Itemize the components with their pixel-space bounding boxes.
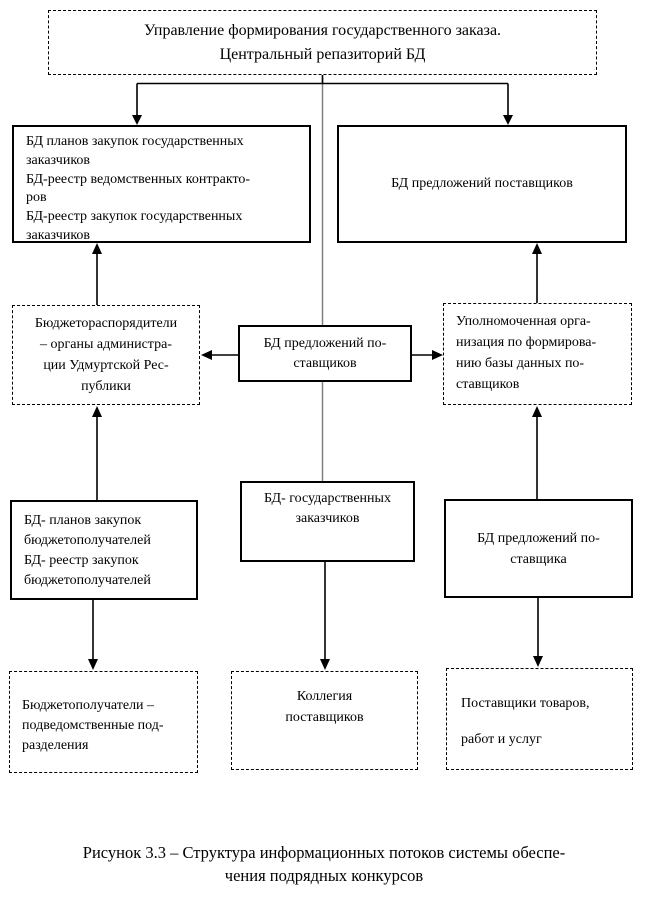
figure-caption: Рисунок 3.3 – Структура информационных п… [82,843,566,886]
node-db-supplier-offers-upper: БД предложений поставщиков [337,125,627,243]
node-db-state-customers: БД- государственных заказчиков [240,481,415,562]
node-db-supplier-offers-center: БД предложений по- ставщиков [238,325,412,382]
node-budget-recipients: Бюджетополучатели – подведомственные под… [9,671,198,773]
arrow-center-to-mid-left [201,350,238,360]
arrow-mid-right-to-upper-right [532,243,542,303]
arrow-lower-left-to-bottom-left [88,600,98,670]
node-suppliers-goods-works-services: Поставщики товаров, работ и услуг [446,668,633,770]
arrow-top-to-upper-left-and-right [132,75,513,125]
node-suppliers-collegium: Коллегия поставщиков [231,671,418,770]
arrow-lower-right-to-bottom-right [533,598,543,667]
node-central-repository: Управление формирования государственного… [48,10,597,75]
node-authorized-organization: Уполномоченная орга- низация по формиров… [443,303,632,405]
node-db-budget-recipient-plans: БД- планов закупок бюджетополучателей БД… [10,500,198,600]
node-db-supplier-offer: БД предложений по- ставщика [444,499,633,598]
arrow-lower-center-to-bottom-center [320,562,330,670]
arrow-lower-left-to-mid-left [92,406,102,500]
arrow-lower-right-to-mid-right [532,406,542,499]
node-budget-administrators: Бюджетораспорядители – органы администра… [12,305,200,405]
arrow-center-to-mid-right [412,350,443,360]
arrow-mid-left-to-upper-left [92,243,102,305]
node-db-state-customer-plans: БД планов закупок государственных заказч… [12,125,311,243]
